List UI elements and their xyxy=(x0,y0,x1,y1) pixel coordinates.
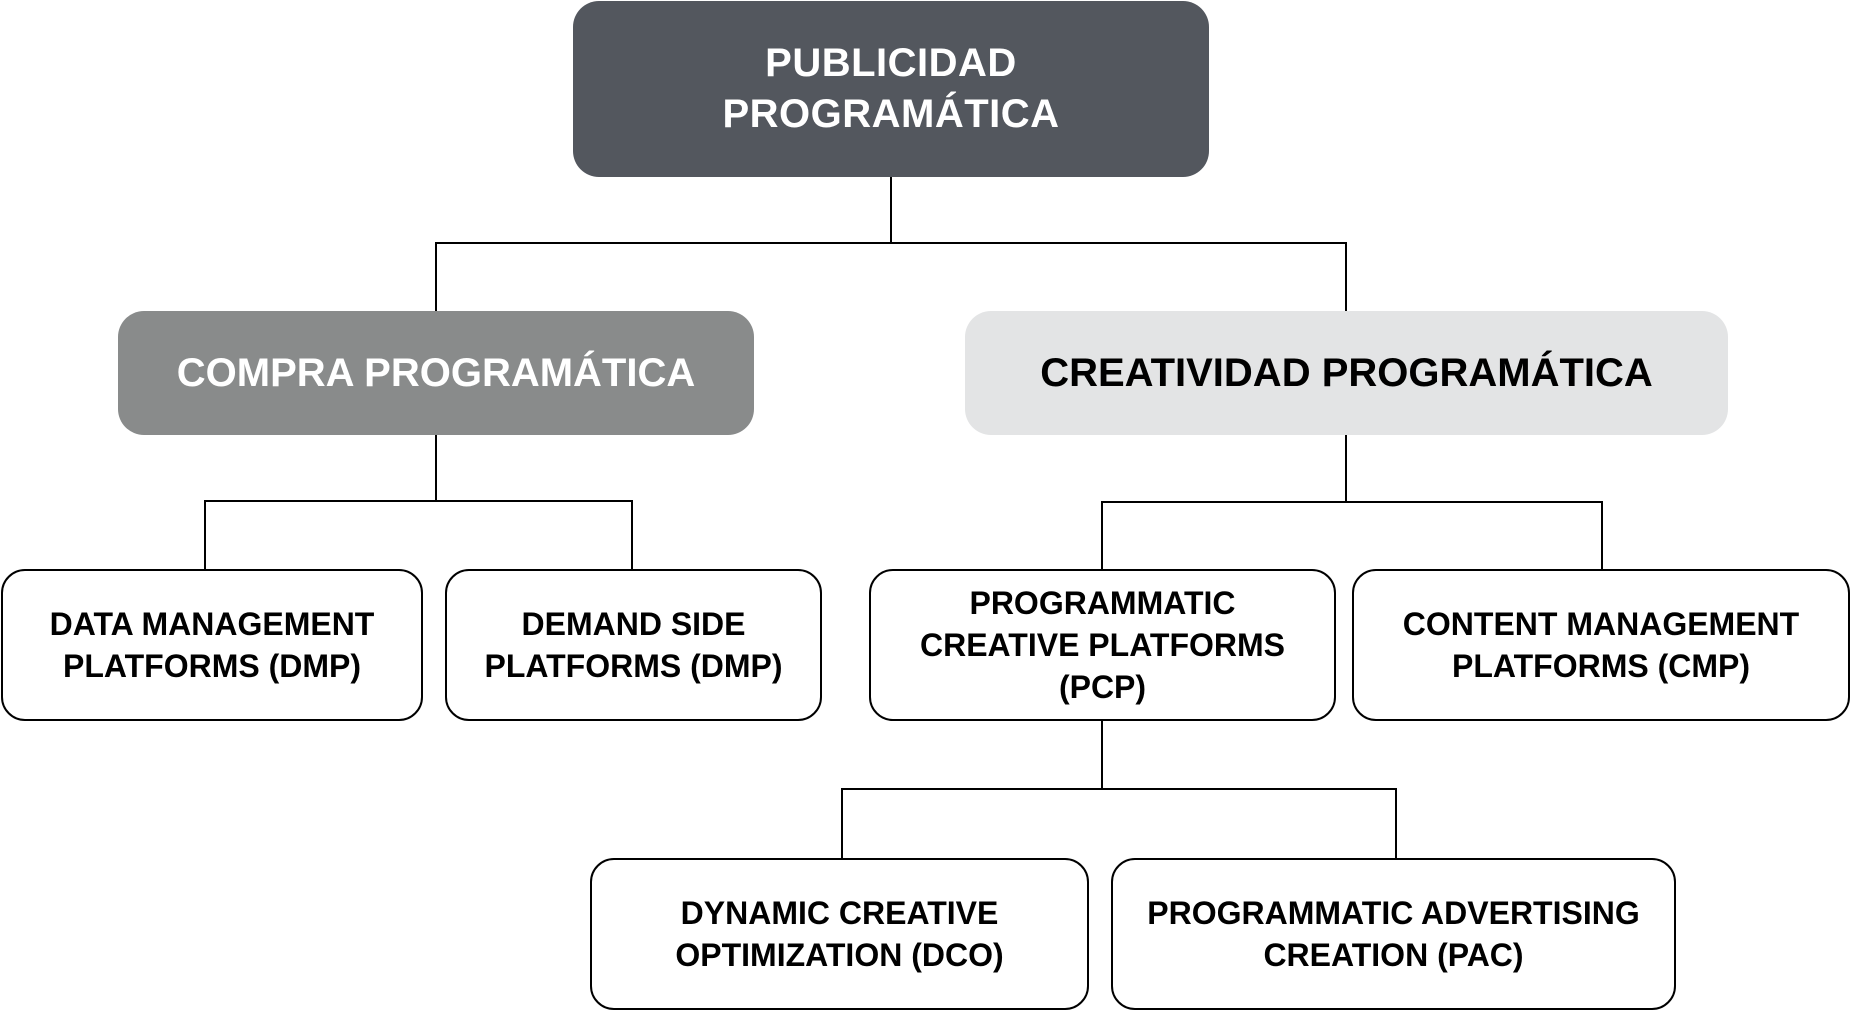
leaf-node-demand-side-platforms: DEMAND SIDE PLATFORMS (DMP) xyxy=(445,569,822,721)
leaf-node-data-management-platforms: DATA MANAGEMENT PLATFORMS (DMP) xyxy=(1,569,423,721)
dco-node-label: DYNAMIC CREATIVE OPTIMIZATION (DCO) xyxy=(675,895,1004,973)
leaf-node-content-management-platforms: CONTENT MANAGEMENT PLATFORMS (CMP) xyxy=(1352,569,1850,721)
node-creatividad-programatica: CREATIVIDAD PROGRAMÁTICA xyxy=(965,311,1728,435)
creatividad-node-label: CREATIVIDAD PROGRAMÁTICA xyxy=(1040,351,1653,395)
pcp-node-label: PROGRAMMATIC CREATIVE PLATFORMS (PCP) xyxy=(919,585,1286,705)
leaf-node-programmatic-advertising-creation: PROGRAMMATIC ADVERTISING CREATION (PAC) xyxy=(1111,858,1676,1010)
leaf-node-programmatic-creative-platforms: PROGRAMMATIC CREATIVE PLATFORMS (PCP) xyxy=(869,569,1336,721)
cmp-node-label: CONTENT MANAGEMENT PLATFORMS (CMP) xyxy=(1402,606,1800,684)
dsp-node-label: DEMAND SIDE PLATFORMS (DMP) xyxy=(484,606,783,684)
node-compra-programatica: COMPRA PROGRAMÁTICA xyxy=(118,311,754,435)
dmp-node-label: DATA MANAGEMENT PLATFORMS (DMP) xyxy=(49,606,375,684)
pac-node-label: PROGRAMMATIC ADVERTISING CREATION (PAC) xyxy=(1147,895,1640,973)
compra-node-label: COMPRA PROGRAMÁTICA xyxy=(176,351,696,395)
leaf-node-dynamic-creative-optimization: DYNAMIC CREATIVE OPTIMIZATION (DCO) xyxy=(590,858,1089,1010)
root-node-publicidad-programatica: PUBLICIDAD PROGRAMÁTICA xyxy=(573,1,1209,177)
root-node-label: PUBLICIDAD PROGRAMÁTICA xyxy=(722,41,1060,136)
